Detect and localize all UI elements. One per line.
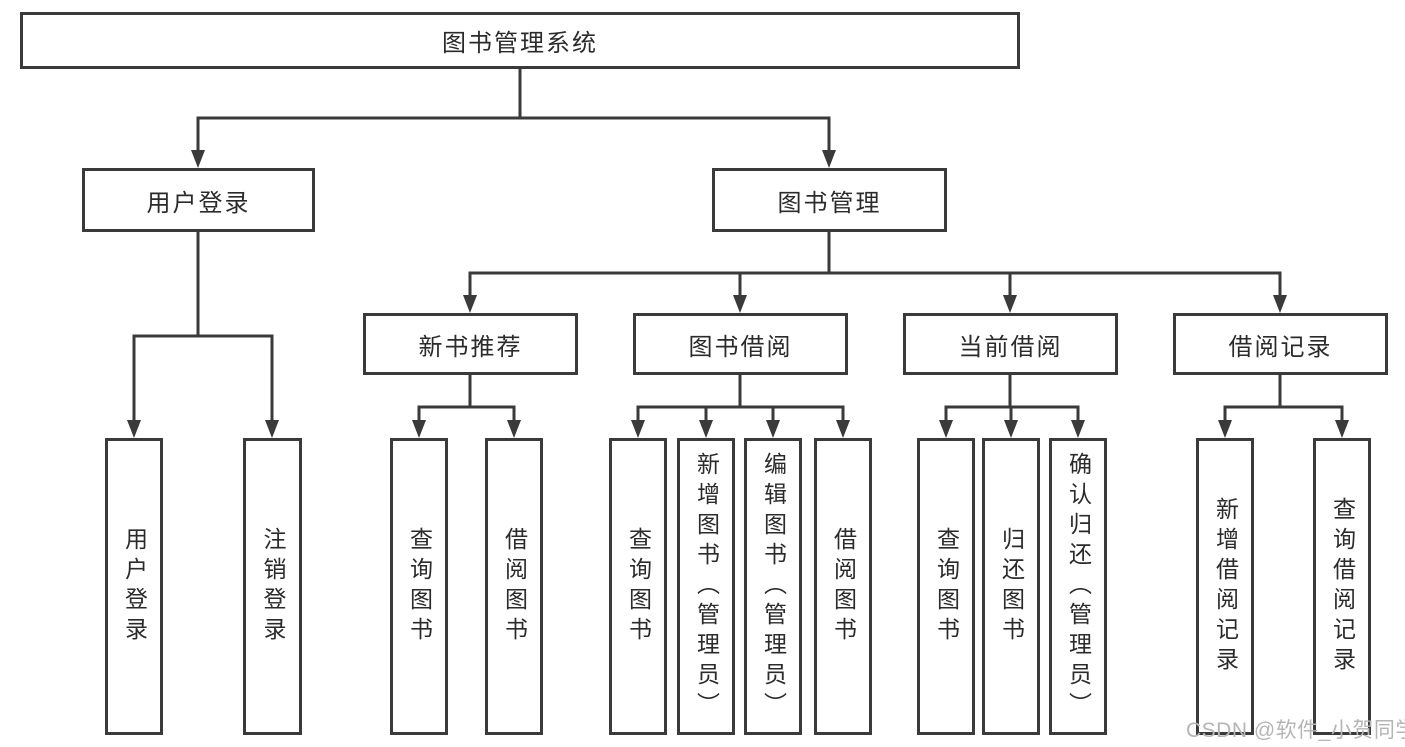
node-book-borrow-label: 图书借阅 [688, 333, 793, 361]
connector-newbookrec-to-children [417, 373, 516, 423]
node-book-mgmt: 图书管理 [712, 168, 947, 232]
node-bb-edit-book-label: 编辑图书（管理员） [760, 451, 787, 722]
node-book-borrow: 图书借阅 [633, 313, 848, 375]
node-nb-query-book: 查询图书 [390, 438, 448, 735]
node-nb-borrow-book: 借阅图书 [485, 438, 543, 735]
connector-bookborrow-to-children [636, 373, 845, 423]
node-book-mgmt-label: 图书管理 [777, 189, 882, 217]
node-ul-user-login: 用户登录 [105, 438, 163, 735]
node-nb-borrow-book-label: 借阅图书 [501, 526, 528, 647]
node-cb-return-book: 归还图书 [982, 438, 1040, 735]
node-current-borrow-label: 当前借阅 [958, 333, 1063, 361]
node-cb-return-book-label: 归还图书 [998, 526, 1025, 647]
connector-userlogin-to-children [132, 230, 274, 423]
node-br-add-record-label: 新增借阅记录 [1212, 496, 1239, 677]
node-bb-query-book-label: 查询图书 [625, 526, 652, 647]
connector-currentborrow-to-children [944, 373, 1080, 423]
node-cb-confirm-return: 确认归还（管理员） [1049, 438, 1107, 735]
connector-root-to-level2 [196, 67, 831, 153]
node-cb-query-book-label: 查询图书 [933, 526, 960, 647]
node-current-borrow: 当前借阅 [903, 313, 1118, 375]
node-cb-query-book: 查询图书 [917, 438, 975, 735]
node-ul-user-login-label: 用户登录 [121, 526, 148, 647]
node-borrow-records: 借阅记录 [1173, 313, 1388, 375]
node-new-book-rec: 新书推荐 [363, 313, 578, 375]
node-bb-query-book: 查询图书 [609, 438, 667, 735]
watermark: CSDN @软件_小贺同学 [1186, 719, 1405, 742]
node-ul-logout: 注销登录 [243, 438, 302, 735]
node-br-query-record: 查询借阅记录 [1313, 438, 1371, 735]
node-bb-borrow-book-label: 借阅图书 [830, 526, 857, 647]
node-user-login: 用户登录 [82, 168, 315, 232]
node-br-add-record: 新增借阅记录 [1196, 438, 1254, 735]
node-root-label: 图书管理系统 [442, 30, 598, 57]
node-ul-logout-label: 注销登录 [260, 526, 286, 647]
node-bb-borrow-book: 借阅图书 [814, 438, 872, 735]
node-cb-confirm-return-label: 确认归还（管理员） [1065, 451, 1092, 722]
node-bb-add-book-label: 新增图书（管理员） [693, 451, 720, 722]
connector-borrowrecords-to-children [1223, 373, 1344, 423]
node-br-query-record-label: 查询借阅记录 [1329, 496, 1356, 677]
node-user-login-label: 用户登录 [146, 189, 251, 217]
connector-bookmgmt-to-level3 [468, 230, 1282, 298]
node-borrow-records-label: 借阅记录 [1228, 333, 1333, 361]
node-new-book-rec-label: 新书推荐 [418, 333, 523, 361]
node-root: 图书管理系统 [20, 12, 1020, 69]
node-bb-add-book: 新增图书（管理员） [677, 438, 735, 735]
node-bb-edit-book: 编辑图书（管理员） [744, 438, 802, 735]
node-nb-query-book-label: 查询图书 [406, 526, 433, 647]
